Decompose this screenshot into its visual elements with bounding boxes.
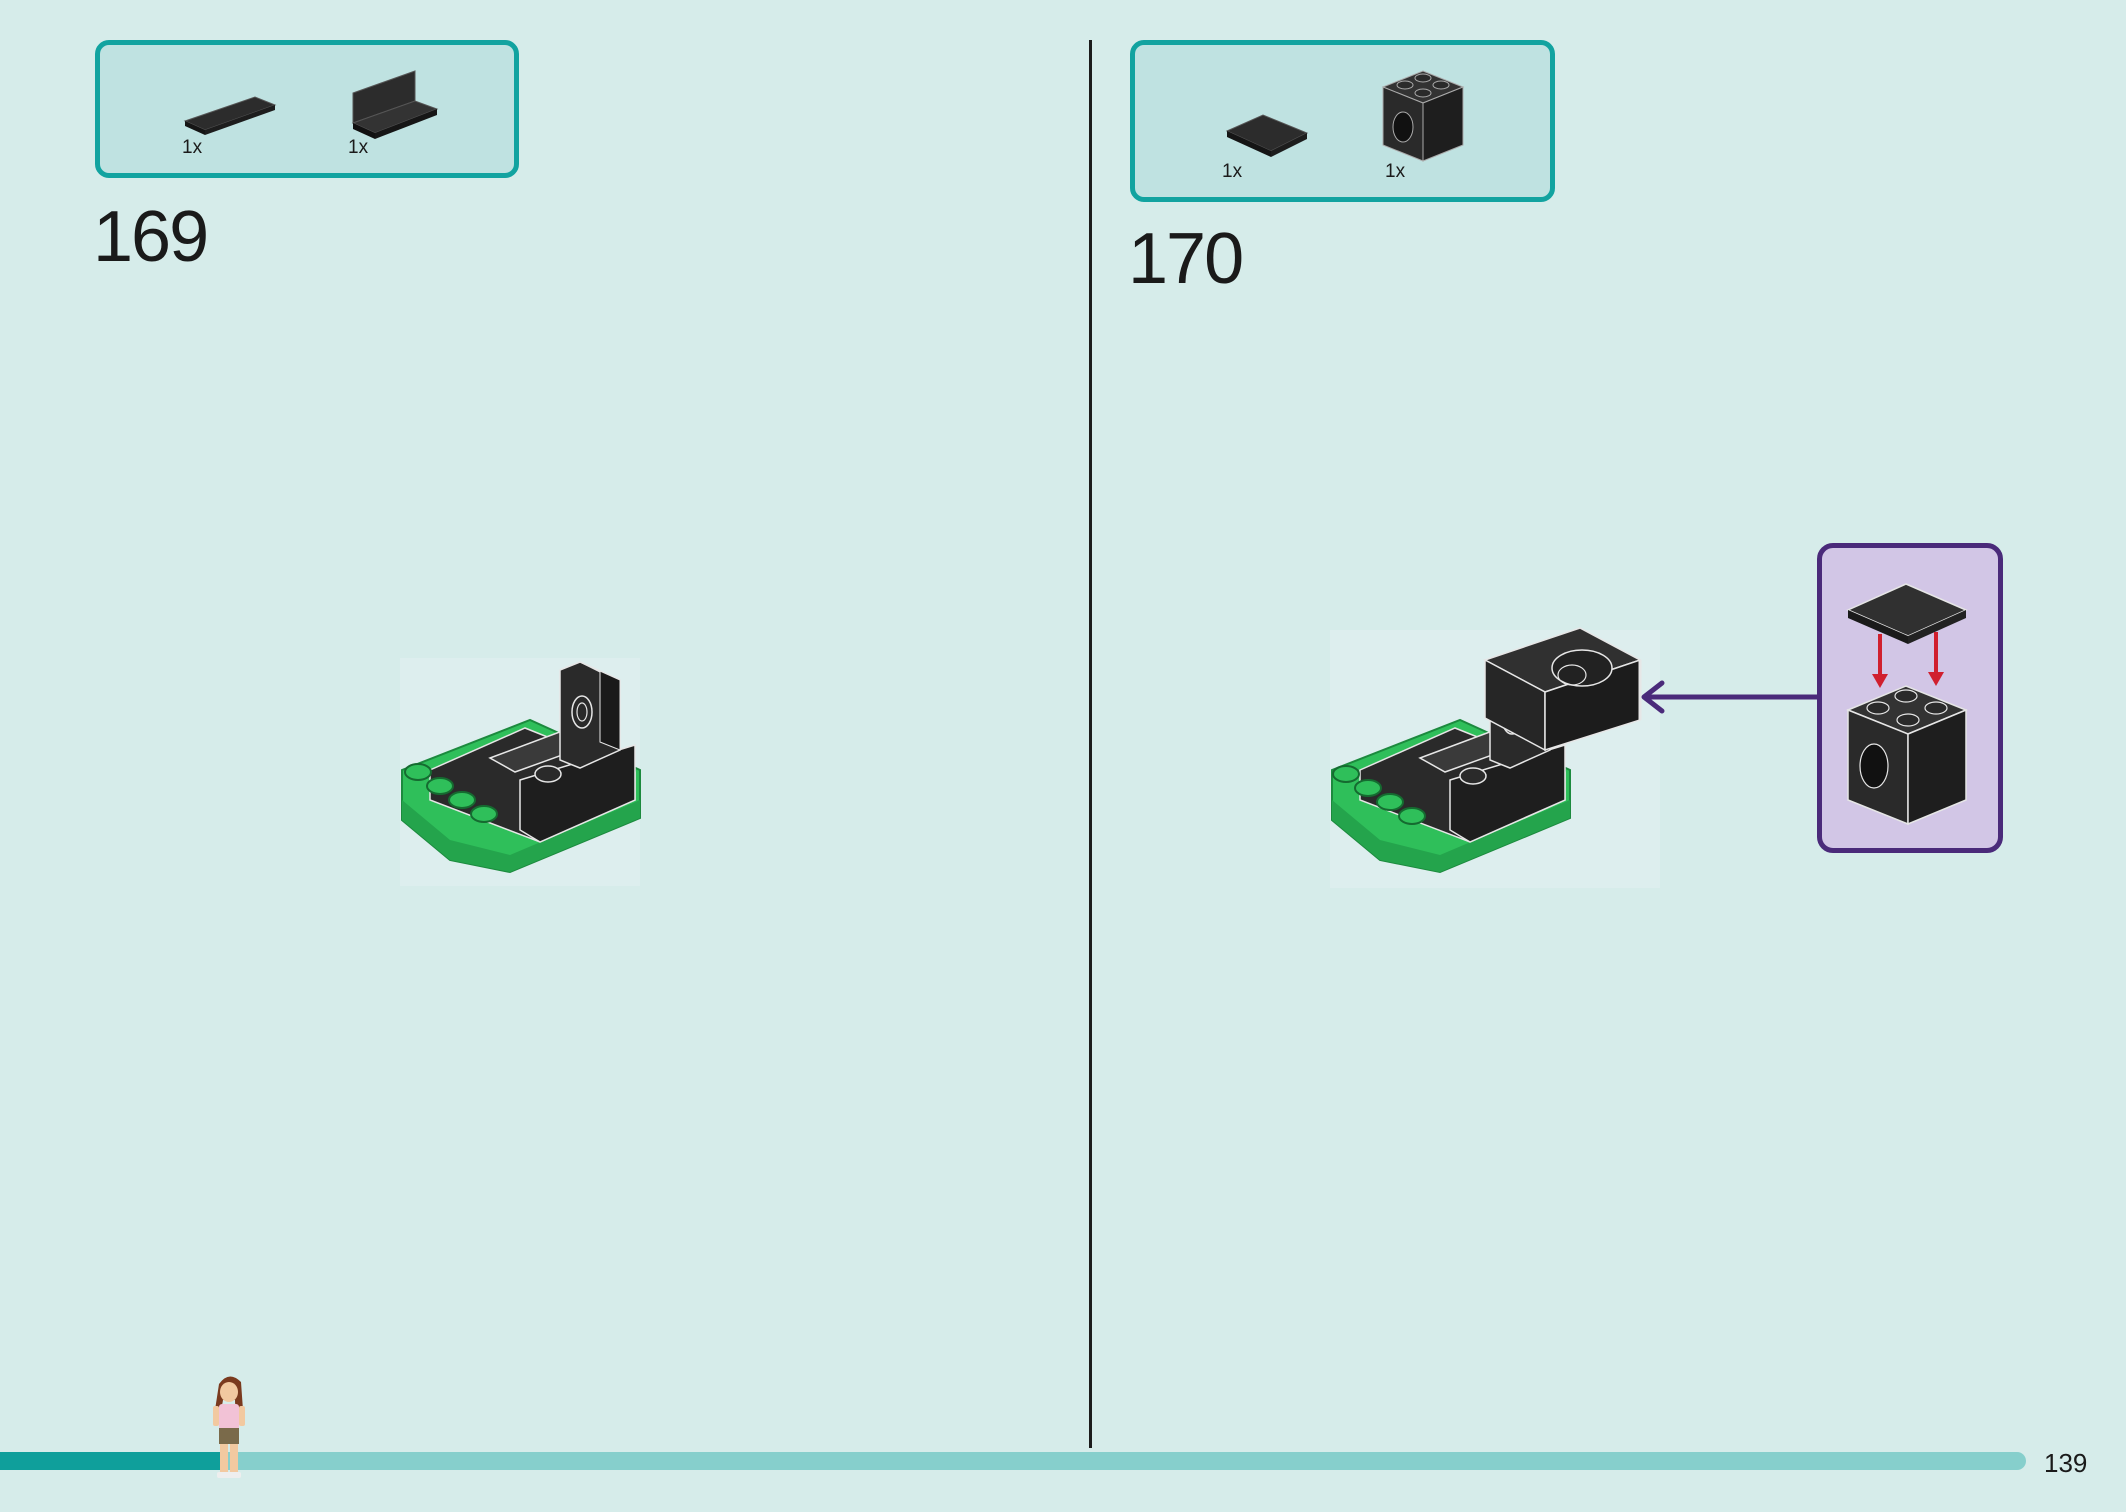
sub-assembly-illustration bbox=[1846, 583, 1968, 826]
part-quantity-2: 1x bbox=[348, 137, 369, 158]
part-quantity-1: 1x bbox=[182, 137, 203, 158]
flat-tile-1x4-icon bbox=[183, 96, 277, 135]
page-divider bbox=[1089, 40, 1092, 1448]
part-quantity-4: 1x bbox=[1385, 161, 1406, 182]
page-number: 139 bbox=[2044, 1448, 2088, 1478]
build-model-step-170 bbox=[1330, 627, 1660, 888]
part-quantity-3: 1x bbox=[1222, 161, 1243, 182]
bracket-plate-icon bbox=[351, 70, 439, 139]
step-number-170: 170 bbox=[1128, 219, 1244, 299]
progress-bar bbox=[0, 1452, 2026, 1470]
brick-2x2-pin-hole-icon bbox=[1381, 70, 1465, 162]
minifigure-progress-marker bbox=[213, 1376, 245, 1478]
flat-tile-2x2-icon bbox=[1225, 114, 1309, 157]
progress-bar-fill bbox=[0, 1452, 223, 1470]
build-model-step-169 bbox=[400, 658, 641, 886]
sub-assembly-callout bbox=[1817, 543, 2003, 853]
assembly-arrow bbox=[1641, 680, 1820, 714]
parts-list-box-169: 1x 1x bbox=[95, 40, 519, 178]
parts-list-box-170: 1x 1x bbox=[1130, 40, 1555, 202]
step-number-169: 169 bbox=[93, 197, 209, 277]
